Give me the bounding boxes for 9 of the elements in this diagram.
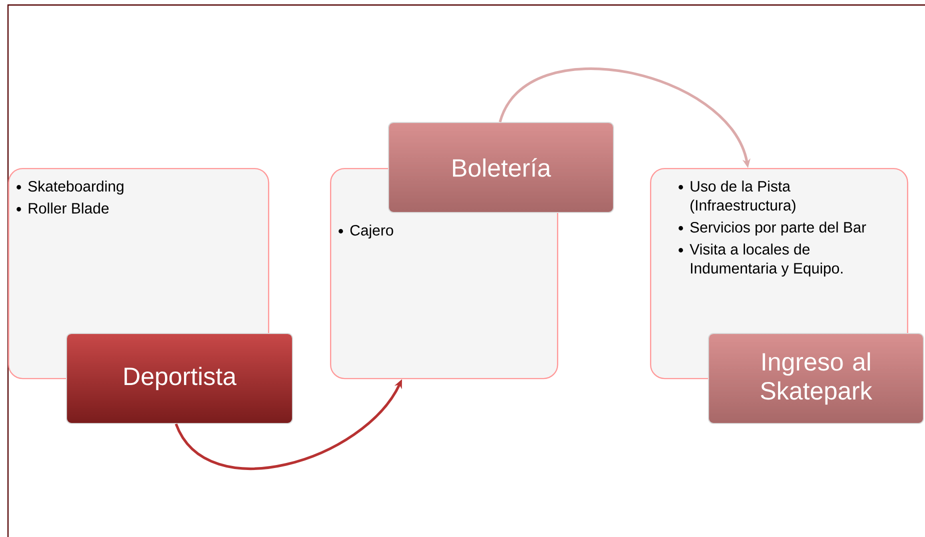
bullet-item: Roller Blade (16, 202, 109, 214)
bullet-item: Servicios por parte del Bar (678, 222, 866, 236)
bullet-item: Cajero (338, 224, 394, 239)
title-box: Boletería (388, 122, 614, 213)
bullet-item: Uso de la Pista (Infraestructura) (678, 180, 796, 214)
bullet-item: Skateboarding (16, 180, 124, 195)
title-box: Deportista (66, 332, 293, 424)
bullet-item: Visita a locales de Indumentaria y Equipo. (678, 244, 842, 277)
title-box: Ingreso al Skatepark (708, 332, 924, 424)
